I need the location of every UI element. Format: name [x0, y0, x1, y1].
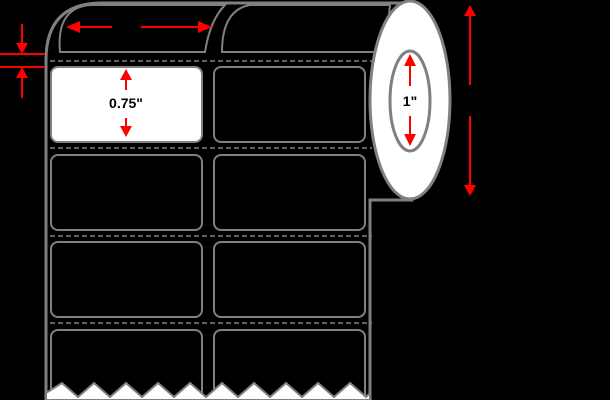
- roll-body-outline: [44, 1, 414, 400]
- label: [213, 154, 366, 231]
- core-diameter-text: 1": [403, 93, 417, 109]
- dimension-arrows: [0, 5, 476, 196]
- curved-label-right: [220, 4, 392, 53]
- label: [213, 241, 366, 318]
- label: [213, 329, 366, 400]
- label: [50, 154, 203, 231]
- label: [213, 66, 366, 143]
- perforation-lines: [50, 60, 372, 324]
- label-highlighted: [50, 66, 203, 143]
- label: [50, 241, 203, 318]
- torn-edge: [45, 381, 371, 400]
- curved-label-left: [58, 4, 228, 53]
- core-hole: [388, 49, 432, 153]
- label-height-text: 0.75": [109, 95, 143, 111]
- label: [50, 329, 203, 400]
